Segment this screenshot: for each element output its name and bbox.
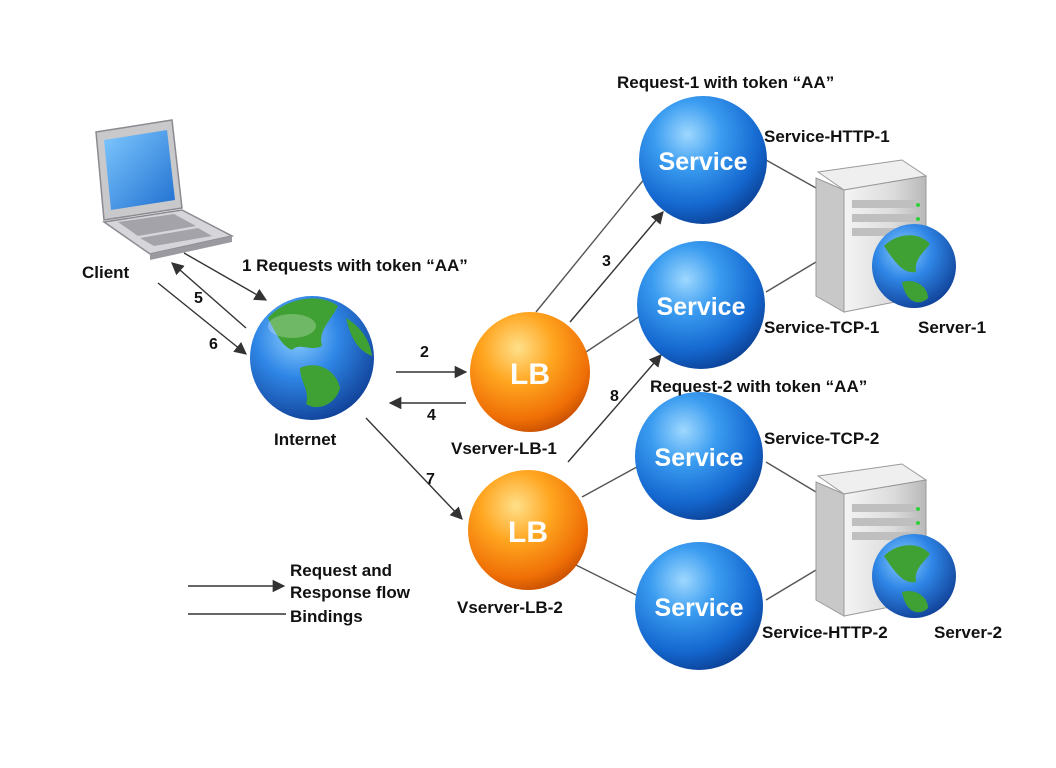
service-badge-1: Service xyxy=(659,148,748,176)
server-1-label: Server-1 xyxy=(918,318,987,337)
service-node-tcp2: Service xyxy=(635,392,763,520)
internet-label: Internet xyxy=(274,430,337,449)
service-node-tcp1: Service xyxy=(637,241,765,369)
binding-tcp2-server2 xyxy=(765,461,817,493)
arrow-step8 xyxy=(567,354,662,463)
arrow-step7 xyxy=(365,417,463,520)
binding-lb2-http2 xyxy=(575,564,647,601)
lb-node-2: LB xyxy=(468,470,588,590)
vserver-lb1-label: Vserver-LB-1 xyxy=(451,439,557,458)
service-node-http1: Service xyxy=(639,96,767,224)
flow-step2-label: 2 xyxy=(420,344,429,361)
server-2-icon xyxy=(815,463,956,618)
lb-badge-1: LB xyxy=(510,358,550,391)
legend-bindings-label: Bindings xyxy=(290,607,363,626)
flow-step8-label: 8 xyxy=(610,388,619,405)
lb-node-1: LB xyxy=(470,312,590,432)
lb-badge-2: LB xyxy=(508,516,548,549)
arrow-step3 xyxy=(569,211,664,323)
arrow-step5 xyxy=(171,262,247,329)
binding-http1-server1 xyxy=(765,159,817,189)
binding-lines xyxy=(535,159,817,601)
binding-lb2-tcp2 xyxy=(581,461,647,498)
service-node-http2: Service xyxy=(635,542,763,670)
server-1-icon xyxy=(815,159,956,313)
binding-lb1-http1 xyxy=(535,171,651,313)
server-2-label: Server-2 xyxy=(934,623,1003,642)
flow-step1-label: 1 Requests with token “AA” xyxy=(242,256,468,275)
flow-step6-label: 6 xyxy=(209,336,218,353)
flow-step4-label: 4 xyxy=(427,407,436,424)
binding-http2-server2 xyxy=(765,569,817,601)
arrow-step6 xyxy=(157,282,247,355)
binding-lb1-tcp1 xyxy=(585,311,647,353)
request2-label: Request-2 with token “AA” xyxy=(650,377,868,396)
flow-arrows xyxy=(157,211,664,520)
client-label: Client xyxy=(82,263,130,282)
arrow-step1 xyxy=(183,252,268,301)
legend xyxy=(188,579,286,615)
service-badge-2: Service xyxy=(657,293,746,321)
request1-label: Request-1 with token “AA” xyxy=(617,73,835,92)
service-tcp1-label: Service-TCP-1 xyxy=(764,318,880,337)
flow-step7-label: 7 xyxy=(426,471,435,488)
service-badge-3: Service xyxy=(655,444,744,472)
flow-step5-label: 5 xyxy=(194,290,203,307)
internet-globe-icon xyxy=(250,296,374,420)
service-http1-label: Service-HTTP-1 xyxy=(764,127,890,146)
flow-step3-label: 3 xyxy=(602,253,611,270)
service-badge-4: Service xyxy=(655,594,744,622)
binding-tcp1-server1 xyxy=(765,261,817,293)
laptop-icon xyxy=(95,119,235,260)
service-tcp2-label: Service-TCP-2 xyxy=(764,429,880,448)
legend-flow-label-line1: Request and xyxy=(290,561,393,580)
service-http2-label: Service-HTTP-2 xyxy=(762,623,888,642)
legend-flow-label-line2: Response flow xyxy=(290,583,410,602)
vserver-lb2-label: Vserver-LB-2 xyxy=(457,598,563,617)
